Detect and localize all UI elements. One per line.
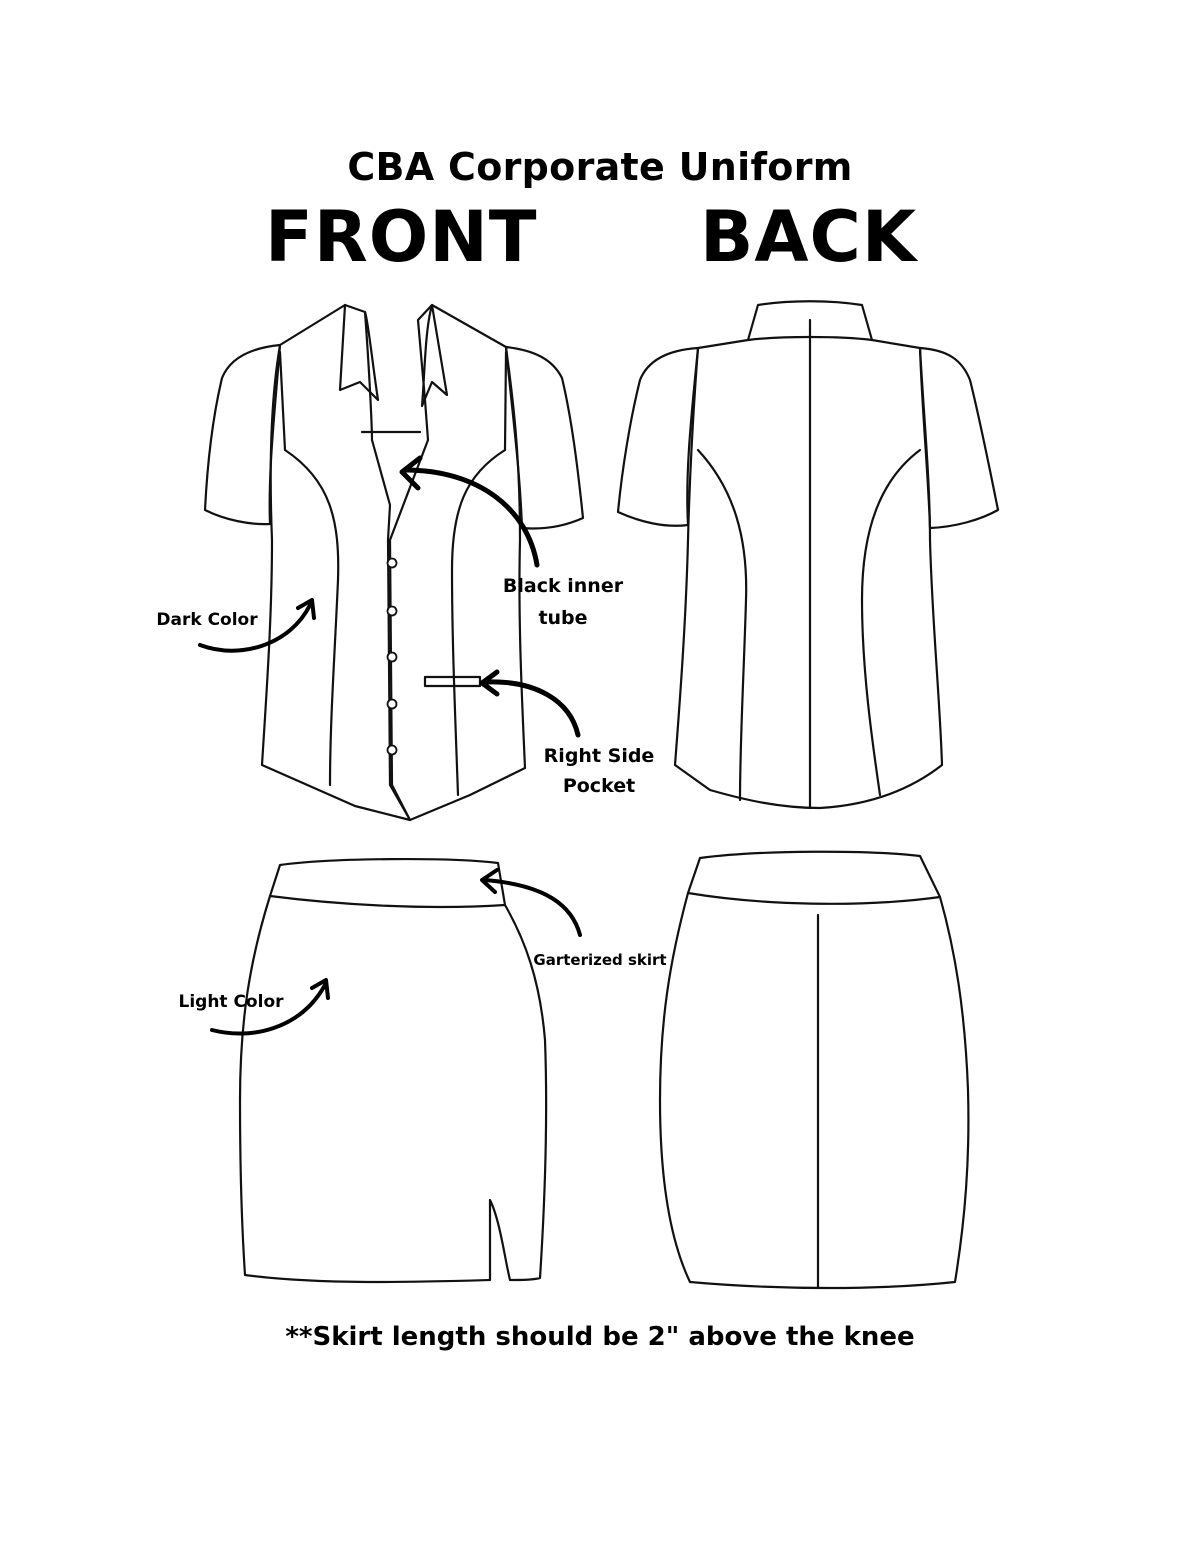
garterized-skirt-label: Garterized skirt <box>533 951 667 969</box>
front-right-shoulder-seam <box>503 350 508 452</box>
front-left-shoulder-seam <box>278 350 287 452</box>
front-blouse <box>203 303 585 822</box>
light-color-label: Light Color <box>178 992 284 1012</box>
black-inner-tube-label-line2: tube <box>538 607 588 629</box>
right-side-pocket-label-line1: Right Side <box>543 745 655 767</box>
right-side-pocket-label-line2: Pocket <box>562 775 636 797</box>
front-left-panel <box>260 303 412 822</box>
front-skirt <box>238 857 548 1284</box>
front-button-5 <box>386 744 398 756</box>
front-view-heading: FRONT <box>265 196 538 278</box>
front-right-pocket <box>423 675 482 688</box>
page-title: CBA Corporate Uniform <box>347 145 853 189</box>
front-button-1 <box>386 557 398 569</box>
back-skirt <box>658 850 970 1290</box>
back-skirt-waistband <box>686 850 942 905</box>
back-left-sleeve <box>616 346 700 527</box>
front-right-sleeve <box>504 345 585 530</box>
black-inner-tube-label: Black inner tube <box>490 570 636 634</box>
right-side-pocket-arrow <box>479 669 581 738</box>
right-side-pocket-label: Right Side Pocket <box>538 741 660 801</box>
light-color-arrow <box>210 978 330 1036</box>
front-skirt-body <box>238 894 548 1284</box>
back-skirt-body <box>658 891 970 1290</box>
front-right-princess-seam <box>450 448 507 797</box>
front-left-lapel <box>338 303 380 402</box>
skirt-length-note: **Skirt length should be 2" above the kn… <box>285 1322 915 1352</box>
back-right-princess-seam <box>860 448 922 797</box>
dark-color-arrow <box>198 598 316 653</box>
back-right-sleeve <box>918 346 1000 530</box>
dark-color-label: Dark Color <box>156 610 258 630</box>
back-left-princess-seam <box>696 448 748 802</box>
front-button-4 <box>386 698 398 710</box>
front-button-3 <box>386 651 398 663</box>
back-body-outline <box>673 300 944 810</box>
back-blouse <box>616 300 1000 810</box>
front-skirt-waistband <box>268 857 507 909</box>
back-view-heading: BACK <box>700 196 918 278</box>
front-left-princess-seam <box>283 448 340 787</box>
black-inner-tube-arrow <box>399 455 540 568</box>
black-inner-tube-label-line1: Black inner <box>502 575 624 597</box>
garterized-skirt-arrow <box>480 868 582 937</box>
front-left-sleeve <box>203 343 282 526</box>
front-right-panel <box>388 303 527 822</box>
front-button-2 <box>386 605 398 617</box>
front-right-lapel <box>420 303 449 408</box>
